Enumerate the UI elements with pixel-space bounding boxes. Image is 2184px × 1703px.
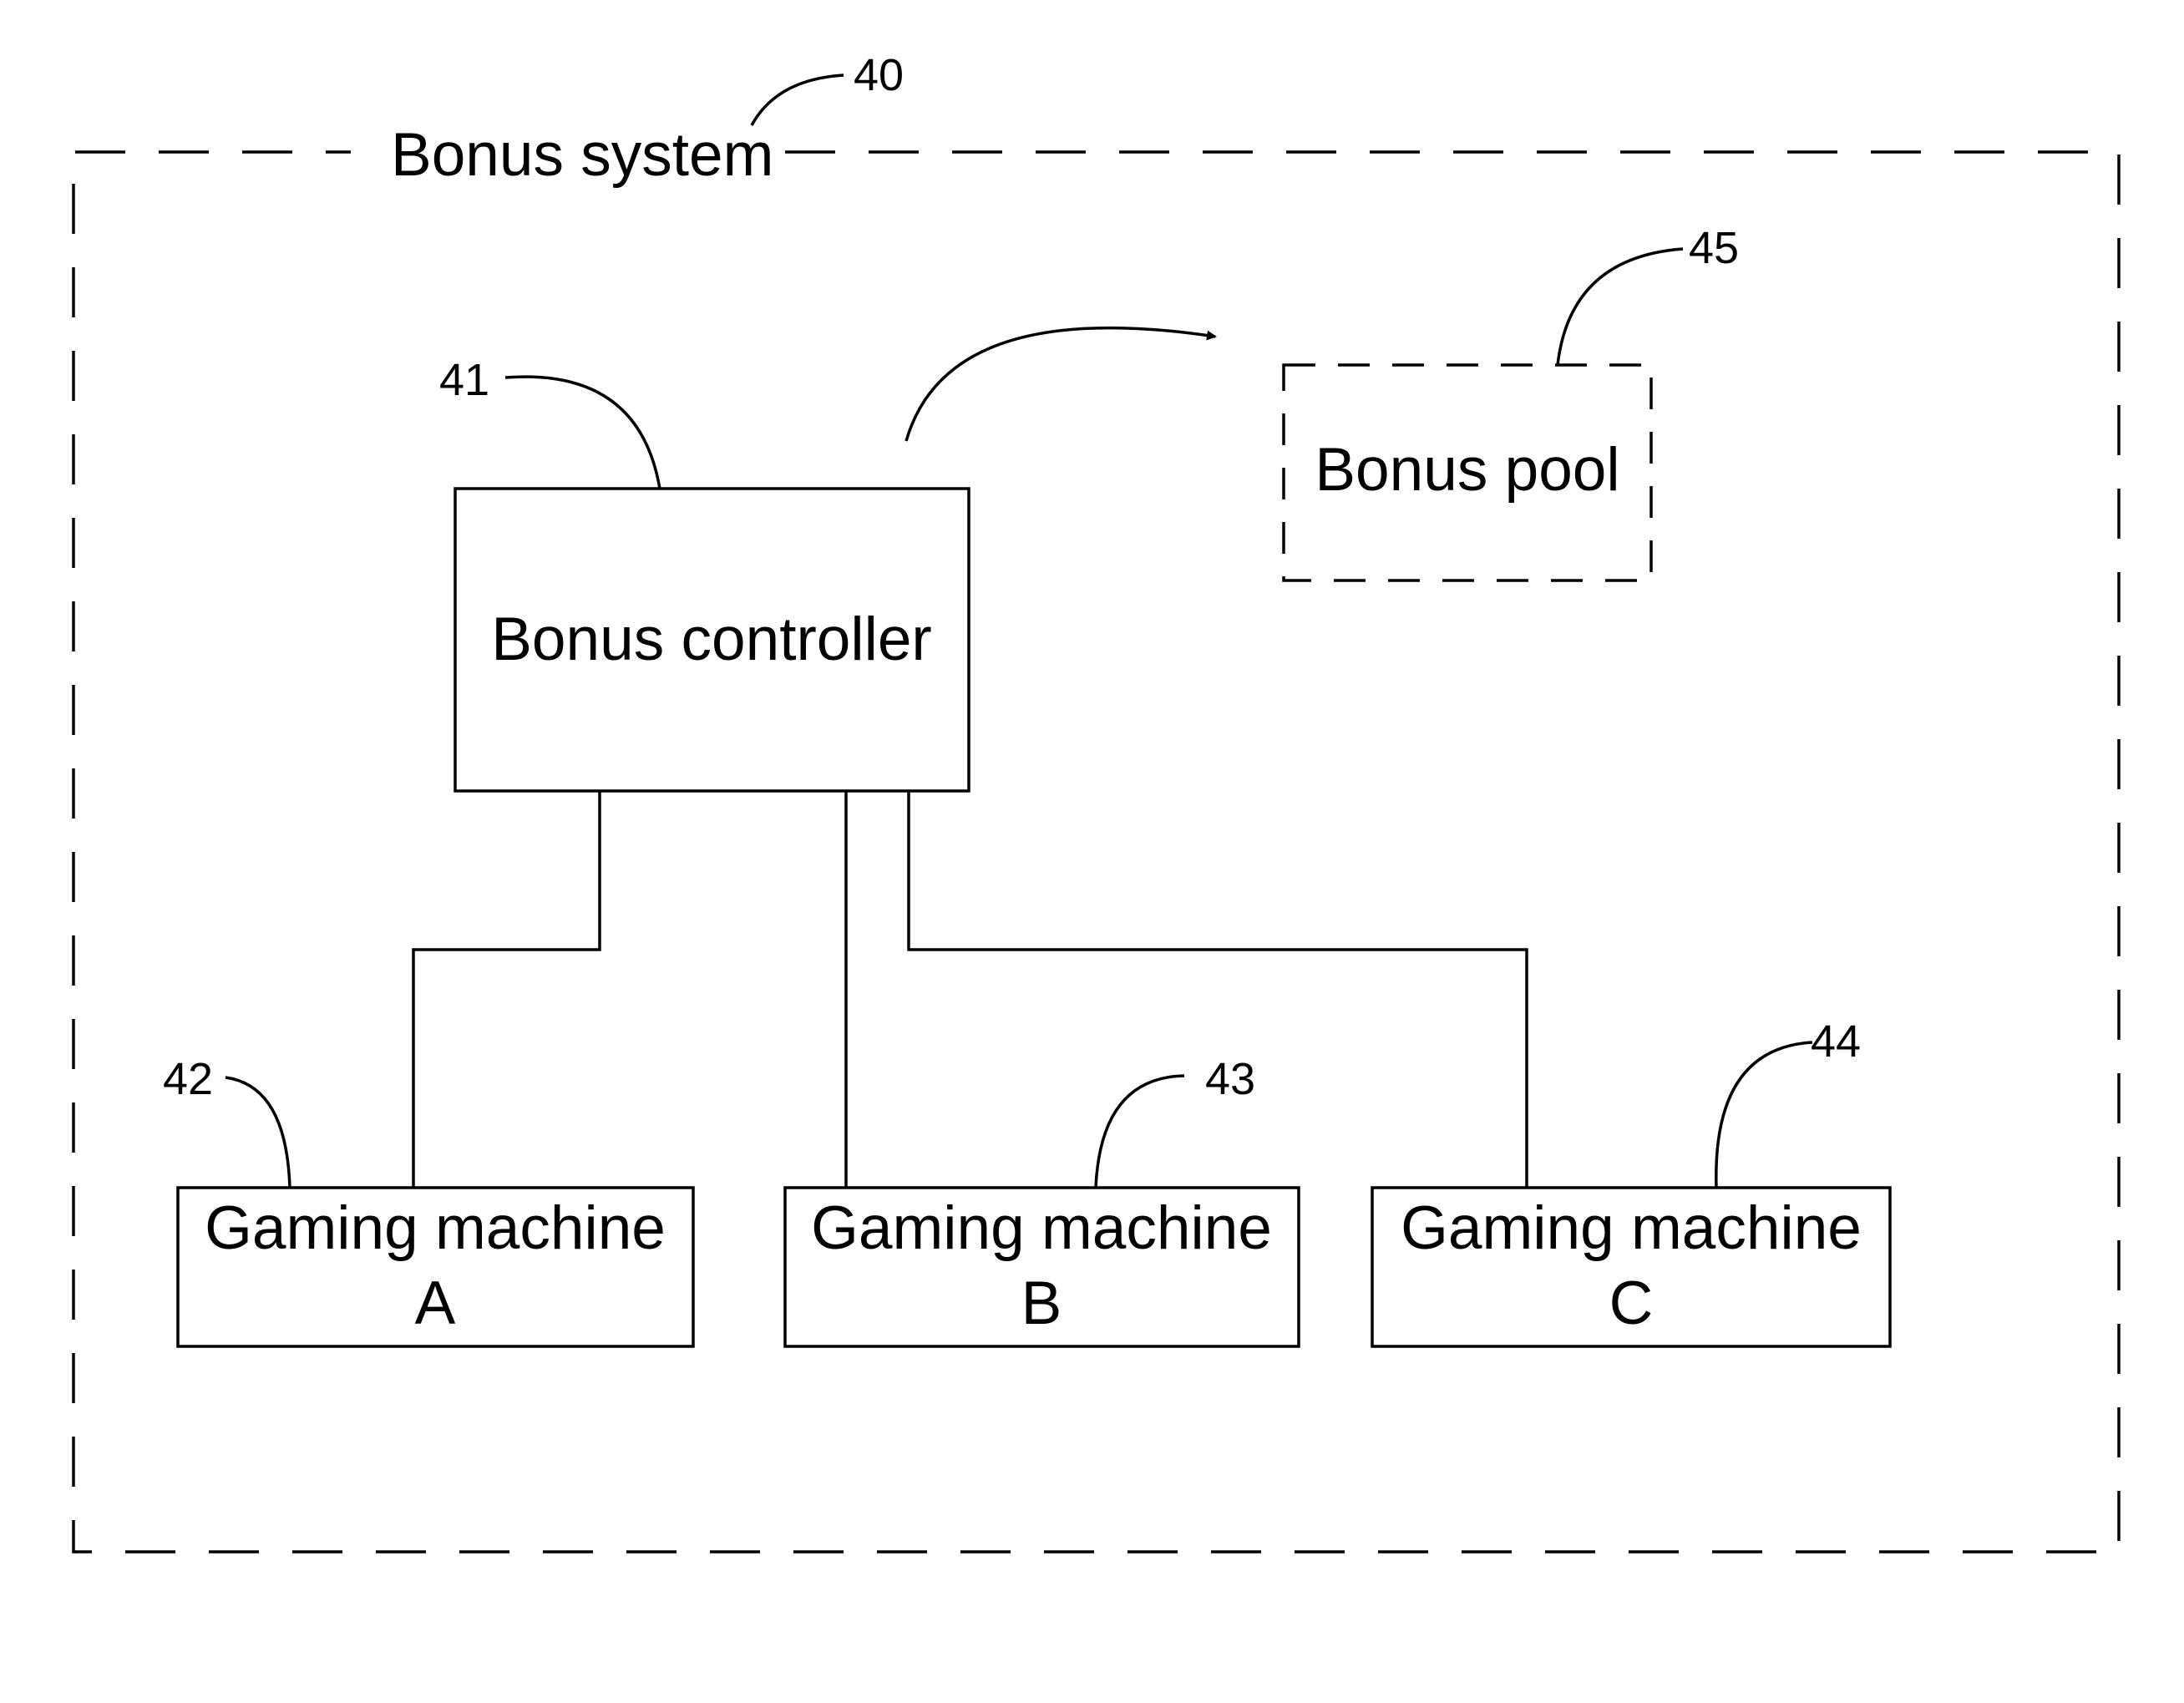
ref-leader-43 <box>1096 1076 1184 1188</box>
gaming-machine-c-letter: C <box>1609 1270 1654 1337</box>
ref-leader-40 <box>752 75 844 125</box>
gaming-machine-b-letter: B <box>1021 1270 1062 1337</box>
bonus-system-title: Bonus system <box>391 121 773 189</box>
ref-numeral-44: 44 <box>1811 1016 1861 1067</box>
bonus-controller-label: Bonus controller <box>491 606 932 673</box>
gaming-machine-a-letter: A <box>415 1270 456 1337</box>
controller-to-pool-arrow <box>906 328 1215 441</box>
gaming-machine-b-label: Gaming machine <box>811 1194 1272 1262</box>
ref-leader-44 <box>1716 1042 1812 1188</box>
ref-numeral-40: 40 <box>854 50 904 100</box>
connector-controller-to-machine-a <box>413 791 600 1188</box>
connector-controller-to-machine-c <box>909 791 1527 1188</box>
ref-leader-42 <box>225 1077 290 1188</box>
bonus-pool-label: Bonus pool <box>1315 436 1619 504</box>
gaming-machine-a-label: Gaming machine <box>205 1194 666 1262</box>
ref-numeral-42: 42 <box>163 1054 213 1104</box>
ref-numeral-45: 45 <box>1689 223 1739 273</box>
ref-leader-41 <box>505 377 660 489</box>
ref-leader-45 <box>1558 249 1683 365</box>
ref-numeral-41: 41 <box>439 355 489 405</box>
gaming-machine-c-label: Gaming machine <box>1401 1194 1862 1262</box>
ref-numeral-43: 43 <box>1205 1054 1255 1104</box>
